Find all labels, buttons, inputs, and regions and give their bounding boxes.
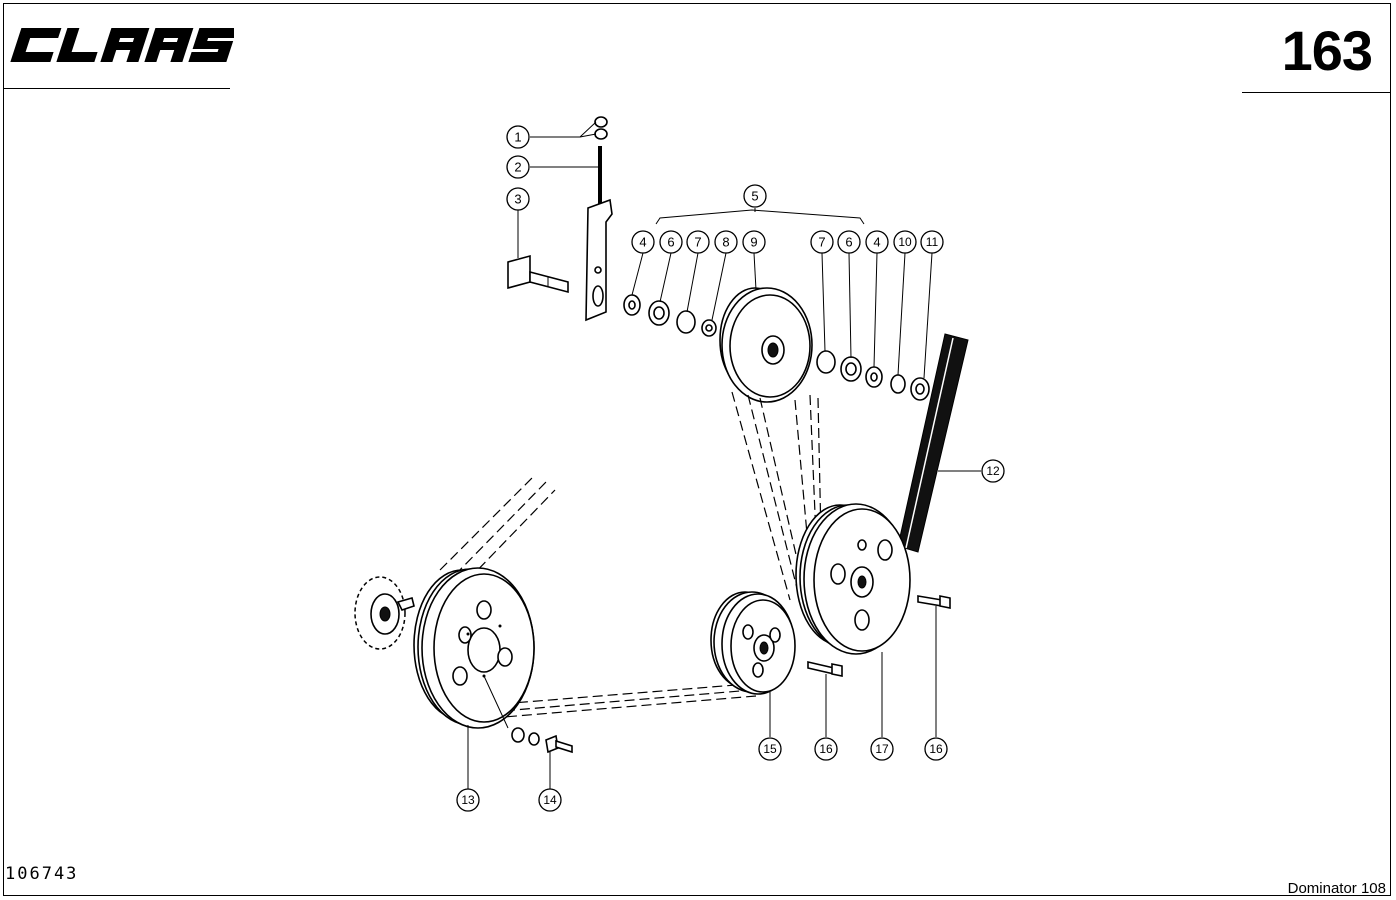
svg-text:15: 15: [763, 742, 777, 756]
svg-text:13: 13: [461, 793, 475, 807]
callout-15: 15: [758, 737, 782, 761]
bolt-part-16-right: [917, 595, 951, 609]
sprocket-hub: [354, 576, 415, 650]
bearing-part-4-right: [865, 366, 883, 388]
svg-text:16: 16: [929, 742, 943, 756]
tension-bracket: [585, 198, 613, 322]
page-number-underline: [1242, 92, 1390, 93]
pulley-part-17: [795, 503, 911, 655]
ball-bearing-part-6-left: [648, 300, 670, 326]
callout-16-right: 16: [924, 737, 948, 761]
drawing-number: 106743: [5, 864, 79, 884]
callout-12: 12: [981, 459, 1005, 483]
svg-text:11: 11: [926, 235, 939, 249]
leader-lines: [467, 121, 981, 789]
svg-text:9: 9: [750, 235, 757, 250]
callout-11: 11: [920, 230, 944, 254]
page-frame: [3, 3, 1391, 896]
bolt-part-16-left: [807, 660, 843, 677]
v-belt-part-12: [897, 333, 969, 553]
svg-text:3: 3: [514, 192, 521, 207]
svg-text:1: 1: [514, 130, 521, 145]
svg-text:16: 16: [819, 742, 833, 756]
callout-6-right: 6: [837, 230, 861, 254]
nut-part-1: [594, 116, 608, 140]
belt-run-dashed-lines: [439, 391, 823, 719]
callout-4-right: 4: [865, 230, 889, 254]
svg-text:12: 12: [986, 464, 1000, 478]
nut-part-11: [910, 377, 930, 401]
callout-7-left: 7: [686, 230, 710, 254]
circlip-part-7-right: [816, 350, 836, 374]
svg-text:4: 4: [639, 235, 646, 250]
callout-2: 2: [506, 155, 530, 179]
callout-1: 1: [506, 125, 530, 149]
callout-17: 17: [870, 737, 894, 761]
model-label: Dominator 108: [1287, 880, 1386, 897]
bearing-part-4-left: [623, 294, 641, 316]
svg-text:17: 17: [875, 742, 889, 756]
t-bolt-part-3: [507, 254, 569, 294]
callout-4-left: 4: [631, 230, 655, 254]
svg-text:7: 7: [818, 235, 825, 250]
logo-underline: [3, 88, 230, 89]
callout-10: 10: [893, 230, 917, 254]
page-number: 163: [1281, 19, 1373, 82]
svg-text:4: 4: [873, 235, 880, 250]
svg-text:10: 10: [898, 235, 912, 249]
callout-6-left: 6: [659, 230, 683, 254]
svg-text:6: 6: [667, 235, 674, 250]
callout-8: 8: [714, 230, 738, 254]
callout-14: 14: [538, 788, 562, 812]
svg-text:5: 5: [751, 189, 758, 204]
callout-9: 9: [742, 230, 766, 254]
idler-pulley-part-9: [719, 287, 813, 403]
bolt-assembly-part-14: [483, 675, 573, 754]
callout-7-right: 7: [810, 230, 834, 254]
claas-logo: [10, 28, 234, 62]
callout-3: 3: [506, 187, 530, 211]
svg-text:6: 6: [845, 235, 852, 250]
ball-bearing-part-6-right: [840, 356, 862, 382]
svg-text:7: 7: [694, 235, 701, 250]
callout-13: 13: [456, 788, 480, 812]
pulley-part-15: [710, 591, 796, 695]
svg-text:8: 8: [722, 235, 729, 250]
svg-text:14: 14: [543, 793, 557, 807]
callout-5: 5: [743, 184, 767, 208]
svg-text:2: 2: [514, 160, 521, 175]
circlip-part-7-left: [676, 310, 696, 334]
spacer-part-8: [701, 319, 717, 337]
drive-pulley-part-13: [413, 567, 535, 729]
callout-16-left: 16: [814, 737, 838, 761]
washer-part-10: [890, 374, 906, 394]
